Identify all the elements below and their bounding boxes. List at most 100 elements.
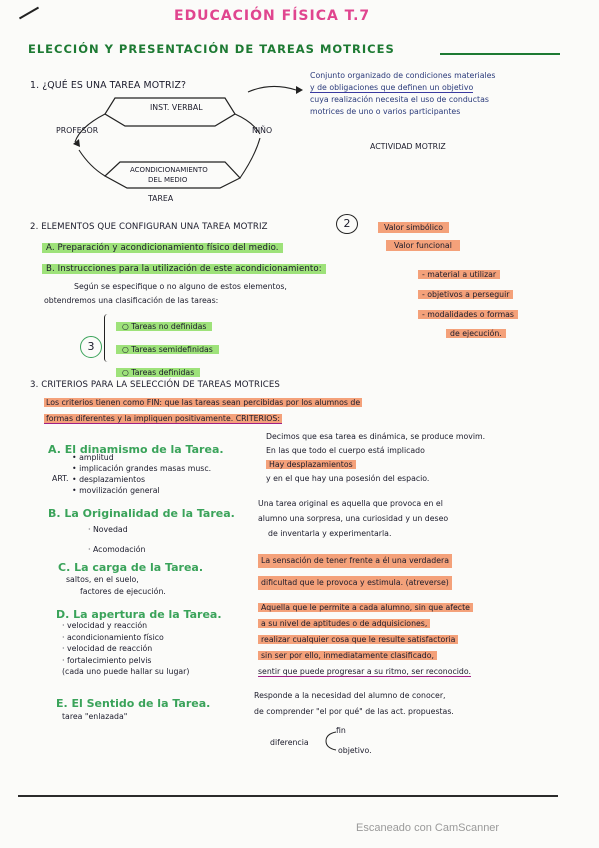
d-right-line: sin ser por ello, inmediatamente clasifi… (258, 648, 473, 664)
right-list-item: de ejecución. (446, 329, 506, 338)
criterio-a-title: A. El dinamismo de la Tarea. (48, 438, 224, 457)
c-list-item: saltos, en el suelo, (66, 575, 139, 584)
d-list-item: · velocidad y reacción (62, 621, 148, 630)
d-list-item: · acondicionamiento físico (62, 632, 164, 642)
criterio-d-right: Aquella que le permite a cada alumno, si… (258, 600, 473, 680)
count3-circle: 3 (80, 336, 102, 358)
a-right-line: Decimos que esa tarea es dinámica, se pr… (266, 432, 486, 441)
item-b-text-2: obtendremos una clasificación de las tar… (44, 296, 219, 305)
c-right-line: La sensación de tener frente a él una ve… (258, 554, 453, 568)
b-right-line: Una tarea original es aquella que provoc… (258, 499, 443, 508)
d-right-highlight: a su nivel de aptitudes o de adquisicion… (258, 619, 431, 628)
d-right-line: Aquella que le permite a cada alumno, si… (258, 600, 473, 616)
tareas-brace (104, 314, 111, 362)
criterio-a-list: • amplitud • implicación grandes masas m… (72, 452, 211, 496)
definition-text: y de obligaciones que definen un objetiv… (310, 83, 474, 93)
right-list-item: - material a utilizar (418, 270, 501, 279)
criterio-e-title: E. El Sentido de la Tarea. (56, 692, 210, 711)
section1-question: 1. ¿QUÉ ES UNA TAREA MOTRIZ? (30, 80, 187, 91)
valor-simbolico: Valor simbólico (378, 222, 450, 233)
tarea-item: ○ Tareas definidas (116, 368, 201, 377)
criterio-e-text: E. El Sentido de la Tarea. (56, 697, 211, 710)
diagram-right-label: NIÑO (252, 126, 273, 135)
d-list-item: · fortalecimiento pelvis (62, 655, 152, 665)
scanner-watermark: Escaneado con CamScanner (356, 822, 500, 834)
diagram-caption: TAREA (148, 194, 174, 203)
diagram-bottom-label-2: DEL MEDIO (148, 176, 188, 184)
page-bottom-rule (18, 795, 558, 797)
criterio-a-right: Decimos que esa tarea es dinámica, se pr… (266, 430, 485, 486)
right-list: - material a utilizar - objetivos a pers… (418, 262, 518, 340)
e-right-line: de comprender "el por qué" de las act. p… (254, 707, 454, 716)
page-subtitle: ELECCIÓN Y PRESENTACIÓN DE TAREAS MOTRIC… (28, 42, 395, 56)
count-circle: 2 (336, 214, 358, 234)
diagram-top-label: INST. VERBAL (150, 103, 203, 112)
d-right-line: sentir que puede progresar a su ritmo, s… (258, 664, 473, 680)
tarea-item: ○ Tareas semidefinidas (116, 345, 219, 354)
d-right-underline: sentir que puede progresar a su ritmo, s… (258, 667, 471, 677)
section3-intro-2: formas diferentes y la impliquen positiv… (44, 414, 282, 424)
right-list-item: - objetivos a perseguir (418, 290, 514, 299)
intro-highlight: Los criterios tienen como FIN: que las t… (44, 398, 363, 407)
c-list-item: factores de ejecución. (80, 587, 166, 596)
criterio-b-text: B. La Originalidad de la Tarea. (48, 507, 235, 520)
criterio-d-list: · velocidad y reacción · acondicionamien… (62, 620, 189, 678)
page-title: EDUCACIÓN FÍSICA T.7 (174, 8, 371, 24)
d-list-item: · velocidad de reacción (62, 644, 153, 653)
criterio-b-list: · Novedad · Acomodación (88, 520, 145, 560)
tarea-text: Tareas no definidas (131, 322, 207, 331)
corner-mark (18, 6, 40, 20)
item-b-text-1: Según se especifique o no alguno de esto… (74, 282, 287, 291)
criterio-a-text: A. El dinamismo de la Tarea. (48, 443, 224, 456)
a-right-highlight: Hay desplazamientos (266, 460, 356, 469)
definition-line: y de obligaciones que definen un objetiv… (310, 82, 496, 94)
diagram-left-label: PROFESOR (56, 126, 99, 135)
b-list-item: · Acomodación (88, 545, 146, 554)
criterio-d-title: D. La apertura de la Tarea. (56, 603, 222, 622)
item-a: A. Preparación y acondicionamiento físic… (42, 243, 283, 253)
criterio-c-text: C. La carga de la Tarea. (58, 561, 204, 574)
a-right-line: y en el que hay una posesión del espacio… (266, 474, 430, 483)
tarea-diagram (73, 97, 261, 189)
criterio-c-right: La sensación de tener frente a él una ve… (258, 548, 453, 590)
tarea-text: Tareas semidefinidas (131, 345, 213, 354)
criterio-c-list: saltos, en el suelo, factores de ejecuci… (66, 574, 166, 598)
e-objetivo: objetivo. (338, 746, 372, 755)
intro-highlight: formas diferentes y la impliquen positiv… (44, 414, 282, 424)
e-fin: fin (336, 726, 346, 735)
art-label: ART. (52, 474, 69, 483)
a-list-item: • desplazamientos (72, 475, 146, 484)
tareas-list: ○ Tareas no definidas ○ Tareas semidefin… (116, 314, 219, 379)
e-brace (325, 731, 337, 751)
a-list-item: • movilización general (72, 486, 160, 495)
d-right-line: realizar cualquier cosa que le resulte s… (258, 632, 473, 648)
a-list-item: • implicación grandes masas musc. (72, 464, 212, 473)
c-right-line: dificultad que le provoca y estimula. (a… (258, 576, 452, 590)
a-right-line: En las que todo el cuerpo está implicado (266, 446, 425, 455)
result-label: ACTIVIDAD MOTRIZ (370, 142, 446, 151)
right-list-item: - modalidades o formas (418, 310, 518, 319)
criterio-b-title: B. La Originalidad de la Tarea. (48, 502, 235, 521)
a-right-line: Hay desplazamientos (266, 458, 485, 472)
valor-funcional: Valor funcional (386, 240, 460, 251)
criterio-c-title: C. La carga de la Tarea. (58, 556, 203, 575)
e-diferencia: diferencia (270, 738, 309, 747)
criterio-e-sub: tarea "enlazada" (62, 712, 128, 721)
subtitle-underline (440, 53, 560, 55)
tarea-item: ○ Tareas no definidas (116, 322, 213, 331)
d-right-highlight: sin ser por ello, inmediatamente clasifi… (258, 651, 437, 660)
definition-line: motrices de uno o varios participantes (310, 107, 461, 116)
a-list-item: • amplitud (72, 453, 114, 462)
definition-line: Conjunto organizado de condiciones mater… (310, 71, 496, 80)
section2-heading: 2. ELEMENTOS QUE CONFIGURAN UNA TAREA MO… (30, 222, 268, 232)
criterio-d-text: D. La apertura de la Tarea. (56, 608, 222, 621)
arrow-to-definition (247, 85, 303, 94)
item-b: B. Instrucciones para la utilización de … (42, 264, 326, 274)
d-right-highlight: realizar cualquier cosa que le resulte s… (258, 635, 459, 644)
d-right-highlight: Aquella que le permite a cada alumno, si… (258, 603, 473, 612)
criterio-b-right: Una tarea original es aquella que provoc… (258, 496, 448, 541)
section3-intro-1: Los criterios tienen como FIN: que las t… (44, 398, 363, 407)
tarea-text: Tareas definidas (131, 368, 195, 377)
section3-heading: 3. CRITERIOS PARA LA SELECCIÓN DE TAREAS… (30, 380, 280, 390)
d-list-item: (cada uno puede hallar su lugar) (62, 667, 190, 676)
